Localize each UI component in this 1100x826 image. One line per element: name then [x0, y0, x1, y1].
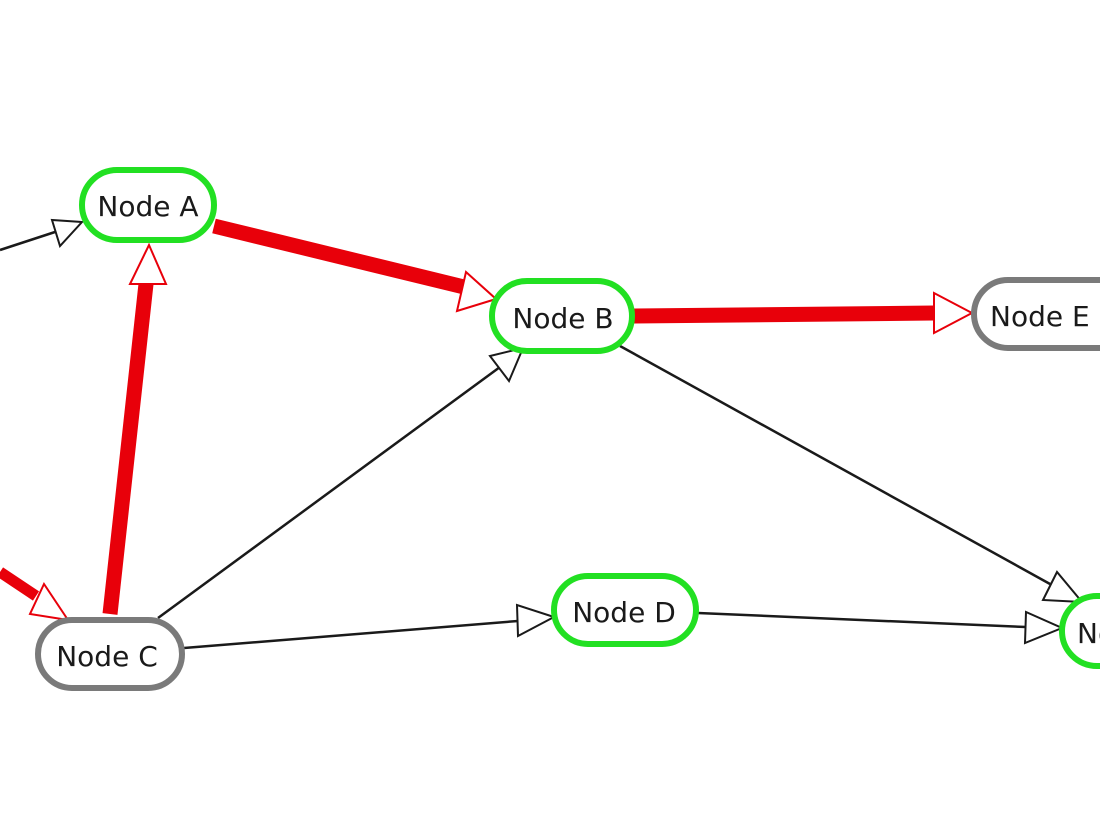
node-c[interactable]: Node C [35, 617, 185, 691]
arrowhead-icon [28, 581, 71, 622]
arrowhead-icon [50, 218, 85, 248]
nodes: Node A Node B Node C Node D Node E Node … [35, 167, 1100, 691]
edge-node-a-to-node-b[interactable] [212, 218, 498, 313]
node-a-label: Node A [97, 190, 198, 223]
node-e[interactable]: Node E [971, 277, 1100, 351]
node-f[interactable]: Node F [1059, 593, 1100, 669]
edge-offscreen-to-node-a[interactable] [0, 218, 85, 252]
edge-node-d-to-node-f[interactable] [697, 610, 1065, 645]
node-a[interactable]: Node A [79, 167, 217, 243]
edge-node-c-to-node-a[interactable] [102, 242, 168, 615]
edge-node-c-to-node-d[interactable] [183, 603, 557, 650]
node-f-label: Node F [1077, 617, 1100, 650]
node-d[interactable]: Node D [551, 573, 699, 647]
arrowhead-icon [933, 291, 975, 335]
edge-node-c-to-node-b[interactable] [157, 346, 525, 620]
edge-offscreen-to-node-c[interactable] [0, 567, 71, 622]
node-b-label: Node B [512, 302, 613, 335]
node-e-label: Node E [990, 300, 1090, 333]
arrowhead-icon [488, 346, 525, 383]
arrowhead-icon [515, 603, 557, 638]
arrowhead-icon [1041, 570, 1085, 604]
arrowhead-icon [1023, 610, 1065, 645]
arrowhead-icon [128, 242, 168, 285]
node-b[interactable]: Node B [489, 278, 635, 354]
edge-node-b-to-node-f[interactable] [619, 344, 1085, 604]
node-d-label: Node D [572, 596, 676, 629]
edges [0, 218, 1085, 650]
node-c-label: Node C [56, 640, 158, 673]
arrowhead-icon [455, 270, 498, 313]
edge-node-b-to-node-e[interactable] [633, 291, 975, 335]
